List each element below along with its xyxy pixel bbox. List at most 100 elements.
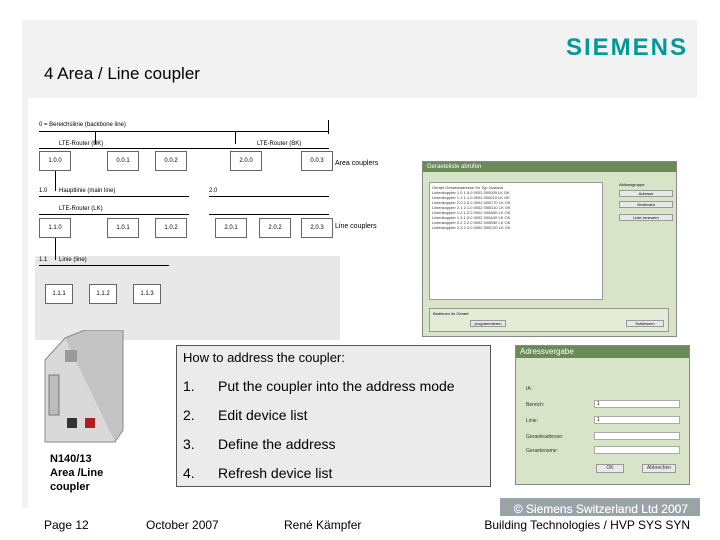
device-box: 1.1.2 (89, 284, 117, 304)
step-text: Refresh device list (218, 465, 333, 481)
area-box: 0.0.3 (301, 151, 333, 171)
area-box: 2.0.0 (230, 151, 262, 171)
address-dialog: Adressvergabe IA: Bereich: Linie: Geraet… (515, 345, 690, 485)
field-label: IA: (526, 386, 533, 392)
bottom-panel: Bedienen im Geraet programmieren Schlies… (429, 308, 669, 332)
device-name-field[interactable] (594, 446, 680, 454)
device-image (44, 330, 124, 443)
footer-date: October 2007 (146, 518, 219, 532)
cancel-button[interactable]: Abbrechen (642, 464, 676, 473)
bottom-label: Bedienen im Geraet (433, 311, 469, 316)
field-label: Geraeteadresse: (526, 434, 564, 440)
step-number: 4. (183, 465, 195, 481)
device-caption-line: Area /Line (50, 467, 104, 479)
steps-box: How to address the coupler: 1. Put the co… (176, 345, 491, 487)
line-couplers-label: Line couplers (335, 223, 377, 230)
area-box: 0.0.2 (155, 151, 187, 171)
header-band (22, 20, 697, 98)
area-couplers-label: Area couplers (335, 160, 379, 167)
list-item[interactable]: Linienkoppler 1.2 1.2.0 0002 000A00 LK O… (432, 210, 511, 215)
list-item[interactable]: Linienkoppler 2.2 2.2.0 0002 000B30 LK O… (432, 220, 511, 225)
area-box: 1.0.0 (39, 151, 71, 171)
copyright-band (500, 498, 700, 516)
field-label: Linie: (526, 418, 538, 424)
line-name: Linie (line) (59, 257, 87, 263)
device-caption-line: N140/13 (50, 453, 92, 465)
router-label-1: LTE-Router (BK) (59, 141, 104, 147)
backbone-label: 0 = Bereichslinie (backbone line) (39, 122, 126, 128)
backbone-line (39, 131, 329, 132)
line-box: 1.0.2 (155, 218, 187, 238)
program-button[interactable]: programmieren (470, 320, 506, 327)
list-item[interactable]: Linienkoppler 1.1 1.1.0 0002 000010 LK O… (432, 195, 510, 200)
field-label: Bereich: (526, 402, 545, 408)
left-strip (22, 98, 28, 508)
main-line-2 (209, 196, 329, 197)
main-line-left: 1.0 (39, 188, 48, 194)
slide-title: 4 Area / Line coupler (44, 64, 200, 83)
device-box: 1.1.1 (45, 284, 73, 304)
list-item[interactable]: Linienkoppler 1.0 1.0.0 0002 000000 LK O… (432, 190, 510, 195)
line-box: 2.0.3 (301, 218, 333, 238)
copyright: © Siemens Switzerland Ltd 2007 (513, 502, 688, 516)
steps-heading: How to address the coupler: (183, 350, 345, 365)
step-number: 2. (183, 407, 195, 423)
dialog-caption: Adressvergabe (516, 346, 689, 358)
line-number: 1.1 (39, 257, 48, 263)
step-text: Edit device list (218, 407, 308, 423)
list-item[interactable]: Linienkoppler 1.3 1.3.0 0002 000A20 LK O… (432, 215, 511, 220)
refresh-list-button[interactable]: Liste erneuern (619, 214, 673, 221)
field-label: Geraetename: (526, 448, 558, 454)
footer-author: René Kämpfer (284, 518, 362, 532)
ok-button[interactable]: OK (596, 464, 624, 473)
list-item[interactable]: Linienkoppler 2.1 2.1.0 0002 000D10 LK O… (432, 205, 511, 210)
area-field[interactable]: 1 (594, 400, 680, 408)
step-text: Put the coupler into the address mode (218, 378, 455, 394)
device-list: Geraet Geraeteadresse Sn Typ Zustand Lin… (429, 182, 603, 300)
step-item: 3. Define the address (183, 436, 336, 452)
device-caption-line: coupler (50, 481, 90, 493)
line-router-line-2 (209, 214, 329, 215)
main-line-right: 2.0 (209, 188, 218, 194)
line-field[interactable]: 1 (594, 416, 680, 424)
close-button[interactable]: Schliessen (626, 320, 664, 327)
device-caption: N140/13 Area /Line coupler (50, 452, 103, 494)
area-box: 0.0.1 (107, 151, 139, 171)
line-box: 1.1.0 (39, 218, 71, 238)
line-box: 2.0.2 (259, 218, 291, 238)
address-button[interactable]: Adresse (619, 190, 673, 197)
connector (55, 171, 56, 191)
list-item[interactable]: Linienkoppler 2.3 2.3.0 0002 000C20 LK O… (432, 225, 511, 230)
step-item: 4. Refresh device list (183, 465, 332, 481)
line-area-background (35, 256, 340, 340)
action-group-label: Aktionsgruppe (619, 182, 645, 187)
line-bus (39, 265, 169, 266)
line-router-label: LTE-Router (LK) (59, 206, 103, 212)
step-number: 1. (183, 378, 195, 394)
list-item[interactable]: Linienkoppler 2.0 2.0.0 0002 000C70 LK O… (432, 200, 511, 205)
main-line-1 (39, 196, 189, 197)
topology-diagram: 0 = Bereichslinie (backbone line) LTE-Ro… (35, 118, 378, 340)
step-item: 1. Put the coupler into the address mode (183, 378, 455, 394)
device-list-dialog: Geraeteliste abrufen Geraet Geraeteadres… (422, 161, 677, 337)
line-box: 1.0.1 (107, 218, 139, 238)
footer-division: Building Technologies / HVP SYS SYN (484, 518, 690, 532)
list-header: Geraet Geraeteadresse Sn Typ Zustand (432, 185, 504, 190)
page-number: Page 12 (44, 518, 89, 532)
step-text: Define the address (218, 436, 336, 452)
device-box: 1.1.3 (133, 284, 161, 304)
connector (95, 131, 96, 144)
dialog-caption: Geraeteliste abrufen (423, 162, 676, 172)
main-line-name: Hauptlinie (main line) (59, 188, 116, 194)
backbone-end (328, 120, 329, 134)
connect-button[interactable]: Verbinden (619, 201, 673, 208)
router-line (39, 148, 329, 149)
connector (235, 131, 236, 144)
router-label-2: LTE-Router (BK) (257, 141, 302, 147)
connector (55, 238, 56, 260)
device-address-field[interactable] (594, 432, 680, 440)
step-number: 3. (183, 436, 195, 452)
siemens-logo: SIEMENS (565, 34, 688, 61)
line-router-line (39, 214, 189, 215)
